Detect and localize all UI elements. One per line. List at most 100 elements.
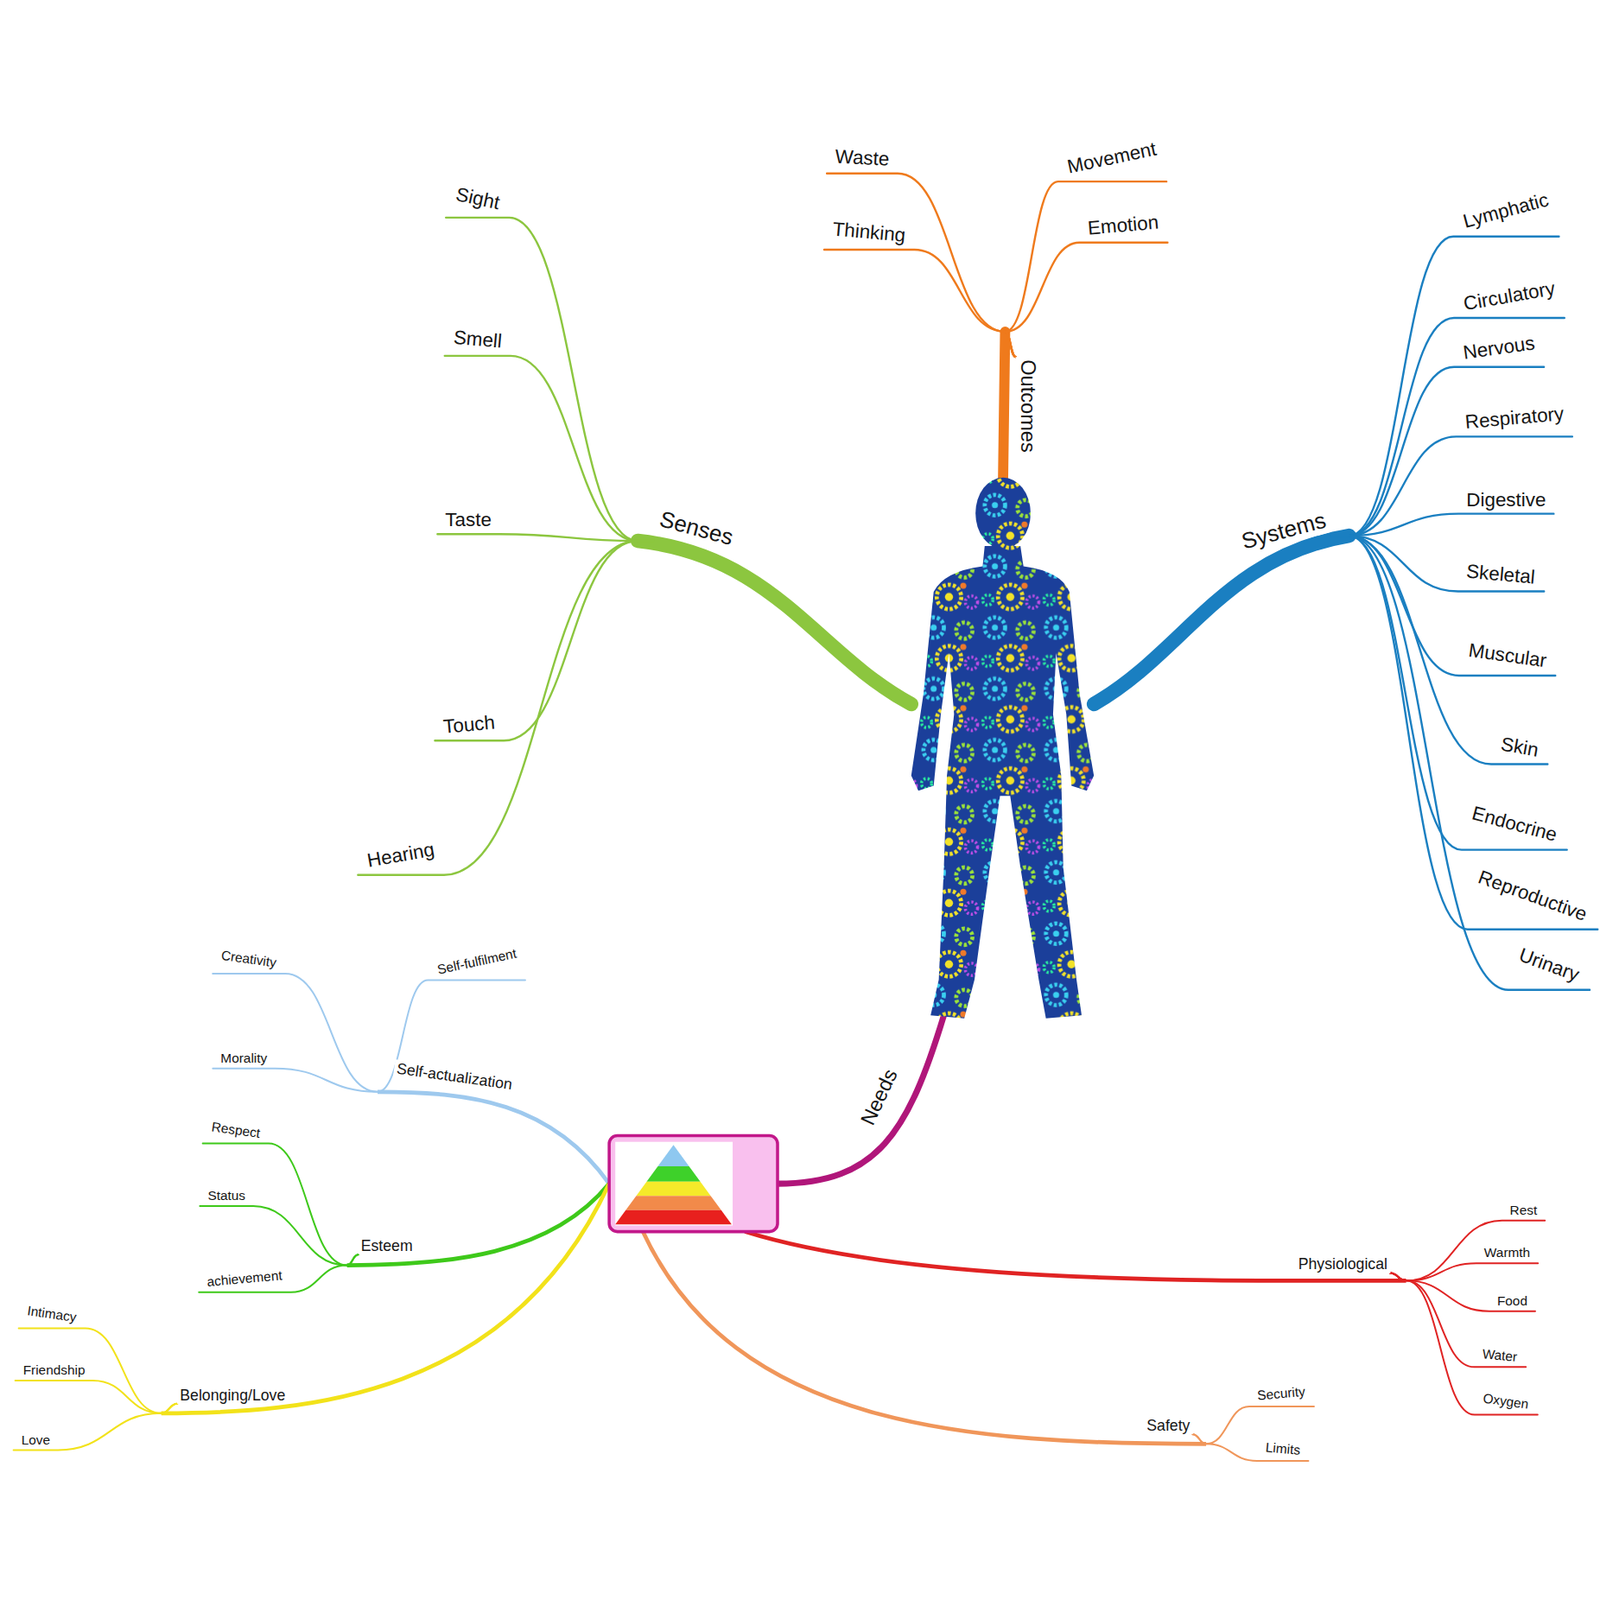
topic-label: Belonging/Love [179,1385,286,1404]
topic-label: Touch [442,711,496,737]
topic-label: Safety [1146,1416,1190,1435]
topic-label: Food [1497,1293,1528,1308]
topic-label: Waste [834,146,890,171]
topic-node: Taste [442,508,495,532]
topic-node: Muscular [1464,639,1550,674]
branch-connector [1004,242,1168,358]
topic-node: Emotion [1084,210,1162,240]
topic-node: Esteem [358,1237,416,1255]
branch-connector [1331,436,1573,536]
topic-node: Love [19,1432,53,1448]
topic-node: Thinking [829,217,910,248]
branch-connector [1390,1263,1538,1281]
topic-node: Skin [1496,732,1543,762]
branch-connector [444,355,654,541]
topic-label: Senses [656,505,737,550]
topic-node: Smell [450,326,506,354]
topic-node: Endocrine [1466,801,1562,848]
topic-label: Reproductive [1475,865,1591,926]
topic-label: Emotion [1086,211,1160,240]
topic-label: Self-actualization [395,1060,514,1094]
topic-label: Movement [1066,138,1159,178]
branch-connector [1331,535,1568,851]
branch-connector [13,1403,178,1451]
topic-label: Creativity [220,947,278,971]
topic-label: achievement [206,1267,283,1289]
branch-connector [824,249,1016,357]
topic-node: Warmth [1481,1245,1533,1262]
topic-label: Respect [210,1118,261,1141]
topic-label: Physiological [1298,1255,1388,1273]
branch-connector [434,540,654,741]
topic-node: Morality [217,1050,270,1067]
topic-node: Safety [1143,1416,1193,1435]
topic-label: Warmth [1484,1245,1531,1261]
topic-node: Outcomes [1015,356,1040,456]
topic-label: Thinking [831,218,907,247]
branch-connector [1331,514,1555,536]
topic-node: Respiratory [1461,402,1568,434]
topic-node: Water [1479,1346,1521,1366]
topic-node: Circulatory [1459,276,1560,316]
topic-label: Nervous [1461,331,1537,363]
topic-label: Skin [1498,732,1540,761]
branch-connector [15,1380,178,1414]
topic-node: Oxygen [1479,1390,1533,1413]
category-branch [642,1231,1207,1445]
topic-node: Intimacy [24,1302,81,1326]
branch-connector [437,533,654,541]
branch-connector [1331,236,1560,536]
topic-label: Oxygen [1482,1390,1531,1411]
branch-connector [357,540,654,876]
branch-connector [212,973,393,1093]
senses-branch [637,540,912,705]
branch-connector [1390,1220,1545,1282]
category-branch [377,1092,610,1184]
branch-connector [212,1068,393,1093]
branch-connector [1390,1273,1526,1368]
human-figure [911,477,1094,1019]
branch-connector [1004,181,1167,357]
topic-node: Urinary [1513,943,1585,988]
topic-node: Security [1254,1384,1309,1404]
topic-label: Status [207,1187,246,1203]
topic-node: Sight [450,183,504,216]
branch-connector [1192,1406,1314,1444]
topic-node: Skeletal [1463,559,1540,589]
topic-node: Lymphatic [1458,188,1554,235]
topic-node: Physiological [1295,1255,1391,1273]
topic-label: Friendship [23,1362,86,1378]
topic-node: Nervous [1459,331,1539,365]
category-branch [744,1231,1406,1282]
needs-branch [777,1015,945,1184]
topic-node: Systems [1236,507,1332,556]
branch-connector [1331,535,1556,676]
topic-label: Morality [220,1050,267,1066]
topic-label: Digestive [1466,488,1546,511]
topic-node: Waste [831,145,893,171]
topic-label: Muscular [1466,639,1548,672]
topic-label: Circulatory [1461,277,1557,315]
topic-node: Creativity [217,947,280,972]
topic-label: Endocrine [1469,802,1560,846]
topic-label: Rest [1510,1202,1538,1218]
topic-label: Lymphatic [1460,189,1551,233]
topic-node: Reproductive [1473,864,1593,927]
topic-node: Self-actualization [393,1059,516,1094]
topic-node: Hearing [362,838,439,873]
topic-label: Security [1257,1384,1307,1404]
topic-node: achievement [203,1267,286,1290]
topic-label: Urinary [1516,944,1582,986]
branch-connector [1331,535,1590,991]
topic-label: Love [21,1432,51,1448]
topic-label: Respiratory [1464,402,1565,433]
topic-label: Taste [444,508,492,531]
topic-node: Status [204,1187,248,1204]
topic-node: Digestive [1463,488,1549,512]
topic-label: Skeletal [1466,560,1537,589]
branch-connector [199,1206,358,1265]
topic-label: Esteem [361,1237,413,1255]
topic-node: Needs [855,1062,904,1131]
